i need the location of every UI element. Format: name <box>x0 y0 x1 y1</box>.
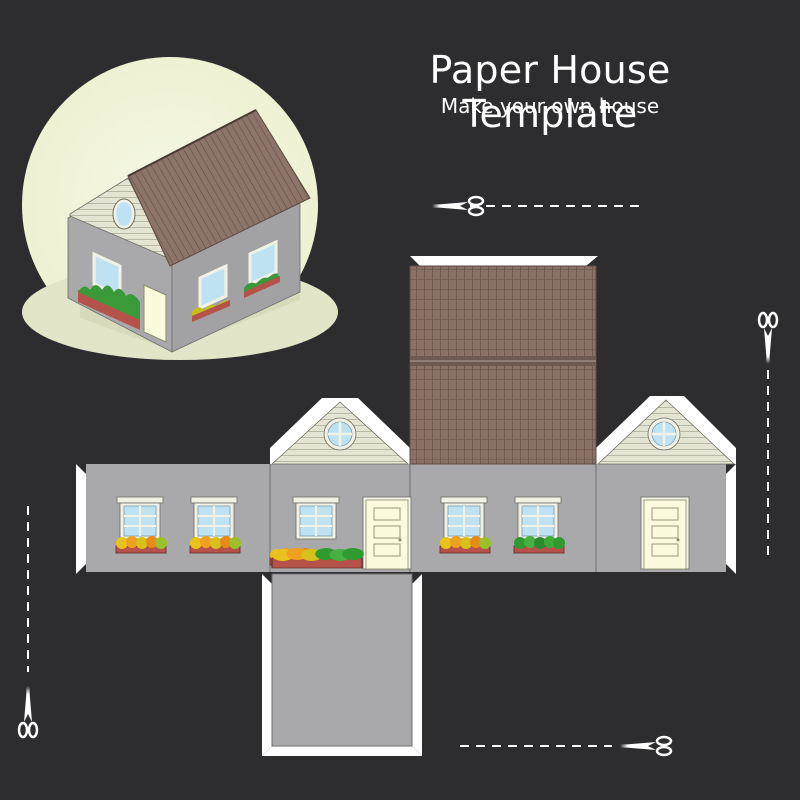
cut-line-bottom <box>460 735 673 757</box>
scissors-icon <box>17 684 39 739</box>
left-glue-tab <box>76 464 86 574</box>
house-illustration <box>22 57 338 360</box>
floor-panel <box>272 574 412 746</box>
page-subtitle: Make your own house <box>440 94 660 118</box>
cut-line-right <box>757 311 779 556</box>
house-net <box>76 256 736 756</box>
cut-line-left <box>17 506 39 739</box>
page-title: Paper House Template <box>429 48 671 136</box>
cut-line-top <box>430 195 640 217</box>
iso-door <box>143 284 167 343</box>
scissors-icon <box>618 735 673 757</box>
scissors-icon <box>757 311 779 366</box>
roof-top-tab <box>410 256 598 266</box>
right-glue-tab <box>726 464 736 574</box>
